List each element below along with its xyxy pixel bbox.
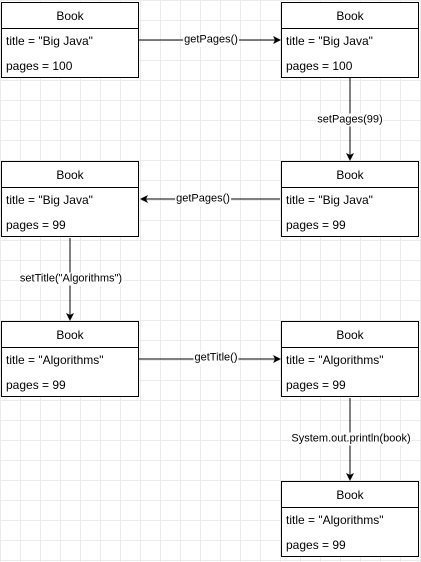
book-object-box: Book title = "Big Java" pages = 99 — [1, 161, 139, 237]
edge-label-getpages-2: getPages() — [175, 192, 231, 206]
book-object-box: Book title = "Algorithms" pages = 99 — [281, 321, 419, 397]
edge-label-getpages-1: getPages() — [183, 33, 239, 47]
title-field: title = "Algorithms" — [286, 513, 384, 527]
title-field: title = "Big Java" — [286, 193, 373, 207]
book-object-box: Book title = "Big Java" pages = 99 — [281, 161, 419, 237]
pages-field: pages = 99 — [286, 538, 346, 552]
book-object-box: Book title = "Algorithms" pages = 99 — [281, 481, 419, 557]
title-field: title = "Algorithms" — [6, 353, 104, 367]
box-header: Book — [2, 3, 138, 29]
box-header: Book — [282, 162, 418, 188]
box-header: Book — [282, 3, 418, 29]
box-header: Book — [2, 162, 138, 188]
title-field: title = "Algorithms" — [286, 353, 384, 367]
book-object-box: Book title = "Big Java" pages = 100 — [1, 2, 139, 78]
pages-field: pages = 99 — [286, 218, 346, 232]
edge-label-settitle: setTitle("Algorithms") — [18, 272, 124, 286]
box-header: Book — [282, 482, 418, 508]
title-field: title = "Big Java" — [6, 34, 93, 48]
edge-label-gettitle: getTitle() — [193, 351, 239, 365]
book-object-box: Book title = "Big Java" pages = 100 — [281, 2, 419, 78]
title-field: title = "Big Java" — [6, 193, 93, 207]
pages-field: pages = 100 — [286, 59, 353, 73]
edge-label-println: System.out.println(book) — [290, 432, 412, 446]
pages-field: pages = 99 — [6, 218, 66, 232]
edge-label-setpages: setPages(99) — [316, 113, 384, 127]
box-header: Book — [2, 322, 138, 348]
box-header: Book — [282, 322, 418, 348]
title-field: title = "Big Java" — [286, 34, 373, 48]
book-object-box: Book title = "Algorithms" pages = 99 — [1, 321, 139, 397]
pages-field: pages = 99 — [6, 378, 66, 392]
pages-field: pages = 100 — [6, 59, 73, 73]
pages-field: pages = 99 — [286, 378, 346, 392]
